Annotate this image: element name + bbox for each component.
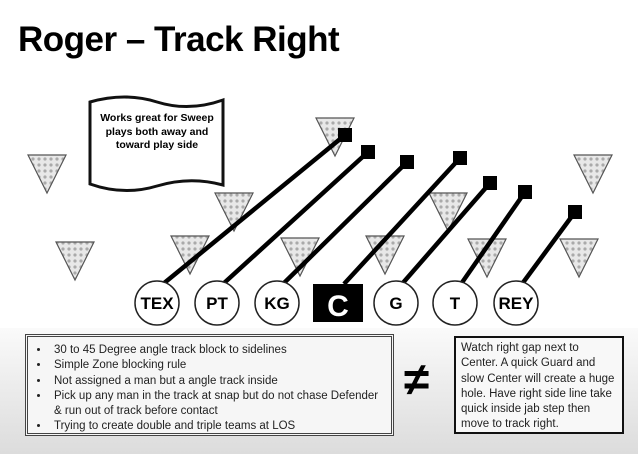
lineman-player (134, 280, 180, 326)
player-label: G (389, 294, 402, 313)
defender-triangle-icon (559, 238, 599, 279)
coaching-points-box: 30 to 45 Degree angle track block to sid… (25, 334, 394, 436)
track-block-line (281, 160, 409, 286)
track-block-line (221, 150, 370, 286)
callout-box: Watch right gap next to Center. A quick … (454, 336, 624, 434)
track-block-line (400, 181, 492, 286)
block-point-marker (338, 128, 352, 142)
block-point-marker (361, 145, 375, 159)
defender-triangle-icon (428, 192, 468, 233)
lineman-player (432, 280, 478, 326)
player-label: TEX (140, 294, 174, 313)
block-point-marker (483, 176, 497, 190)
track-block-line (459, 190, 527, 286)
defender-triangle-icon (170, 235, 210, 276)
center-player (313, 284, 363, 322)
lineman-player (254, 280, 300, 326)
play-diagram: TEX PT KG C G T REY (27, 95, 613, 326)
lineman-player (493, 280, 539, 326)
defender-triangle-icon (214, 192, 254, 233)
track-block-line (342, 156, 462, 286)
player-label: KG (264, 294, 290, 313)
block-point-marker (453, 151, 467, 165)
note-item: Not assigned a man but a angle track ins… (50, 374, 387, 389)
block-point-marker (400, 155, 414, 169)
player-label: PT (206, 294, 228, 313)
track-block-line (161, 133, 347, 286)
defender-triangle-icon (365, 235, 405, 276)
lineman-player (373, 280, 419, 326)
not-equal-symbol: ≠ (404, 353, 430, 405)
player-label: REY (499, 294, 535, 313)
slide-title: Roger – Track Right (18, 20, 340, 59)
player-label: T (450, 294, 461, 313)
note-item: Simple Zone blocking rule (50, 358, 387, 373)
note-item: 30 to 45 Degree angle track block to sid… (50, 343, 387, 358)
defender-triangle-icon (573, 154, 613, 195)
track-block-line (520, 210, 577, 286)
defender-triangle-icon (27, 154, 67, 195)
block-point-marker (568, 205, 582, 219)
banner-flag (88, 95, 225, 193)
note-item: Trying to create double and triple teams… (50, 419, 387, 434)
banner-text: Works great for Sweep plays both away an… (100, 112, 214, 151)
block-point-marker (518, 185, 532, 199)
player-label: C (327, 290, 349, 323)
lineman-player (194, 280, 240, 326)
note-item: Pick up any man in the track at snap but… (50, 389, 387, 420)
defender-triangle-icon (55, 241, 95, 282)
